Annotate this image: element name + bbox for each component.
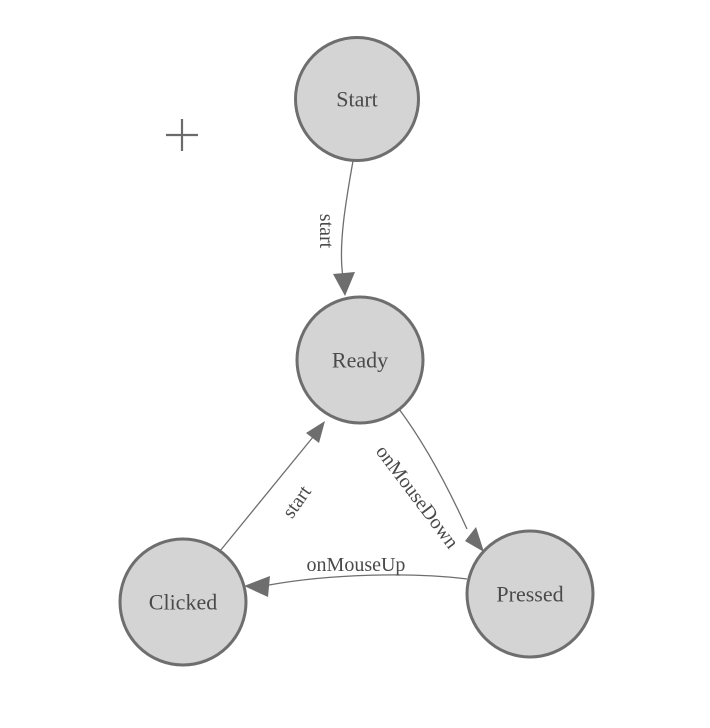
state-node-pressed[interactable]: Pressed: [465, 529, 595, 659]
state-label-pressed: Pressed: [496, 582, 563, 607]
edge-pressed-to-clicked-line[interactable]: [268, 574, 468, 586]
arrowhead-icon: [333, 272, 355, 296]
edge-pressed-to-clicked[interactable]: onMouseUp: [244, 554, 468, 597]
state-circle-ready[interactable]: [295, 295, 425, 425]
edge-label-clicked-to-ready[interactable]: start: [278, 481, 316, 522]
edge-ready-to-pressed-line[interactable]: [398, 408, 468, 530]
edge-start-to-ready[interactable]: start: [315, 160, 355, 296]
arrowhead-icon: [244, 576, 270, 597]
state-circle-pressed[interactable]: [465, 529, 595, 659]
state-circle-start[interactable]: [294, 36, 420, 162]
edge-clicked-to-ready[interactable]: start: [219, 421, 325, 552]
edge-start-to-ready-line[interactable]: [340, 160, 354, 278]
state-circle-clicked[interactable]: [118, 537, 248, 667]
state-node-ready[interactable]: Ready: [295, 295, 425, 425]
crosshair-plus-icon: [166, 119, 198, 151]
edge-label-start-to-ready[interactable]: start: [315, 214, 337, 249]
state-label-clicked: Clicked: [149, 590, 217, 615]
edge-ready-to-pressed[interactable]: onMouseDown: [371, 408, 484, 553]
arrowhead-icon: [306, 421, 325, 443]
edge-label-ready-to-pressed[interactable]: onMouseDown: [371, 441, 463, 553]
state-node-clicked[interactable]: Clicked: [118, 537, 248, 667]
state-label-start: Start: [336, 87, 378, 112]
arrowhead-icon: [465, 527, 484, 552]
state-label-ready: Ready: [332, 348, 388, 373]
edge-clicked-to-ready-line[interactable]: [219, 436, 314, 552]
edge-label-pressed-to-clicked[interactable]: onMouseUp: [307, 554, 406, 576]
state-node-start[interactable]: Start: [294, 36, 420, 162]
